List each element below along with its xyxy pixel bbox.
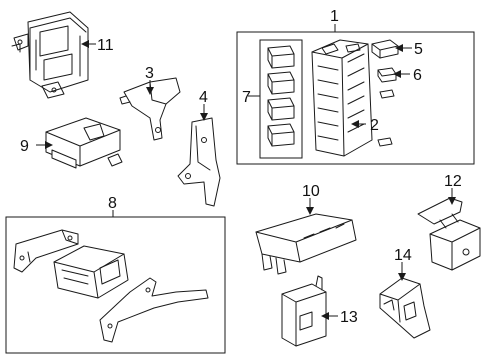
part-9-module: [45, 117, 123, 169]
part-4-bracket: [177, 117, 221, 207]
part-3-bracket: [119, 77, 181, 141]
callout-14: 14: [394, 247, 412, 264]
part-12-relay: [417, 197, 481, 271]
callout-10: 10: [302, 183, 320, 200]
callout-3: 3: [145, 65, 154, 82]
callout-8: 8: [108, 195, 117, 212]
callout-5: 5: [414, 41, 423, 58]
part-8-bracket-and-module: [13, 229, 209, 343]
part-7-relays: [267, 45, 295, 147]
group-box-1: [236, 31, 475, 165]
callout-11: 11: [97, 37, 114, 54]
callout-1: 1: [330, 8, 339, 25]
part-5-fuse: [371, 39, 399, 59]
part-10-module: [255, 213, 357, 275]
part-11-control-module: [11, 11, 89, 99]
callout-9: 9: [20, 138, 29, 155]
callout-2: 2: [370, 117, 379, 134]
small-fuses: [377, 89, 395, 147]
callout-4: 4: [199, 89, 208, 106]
callout-13: 13: [340, 309, 358, 326]
group-box-8: [5, 216, 226, 354]
callout-7: 7: [242, 89, 251, 106]
part-14-bracket: [379, 277, 431, 339]
part-6-fuse: [377, 67, 397, 83]
callout-6: 6: [413, 67, 422, 84]
part-2-fuse-block: [311, 39, 373, 157]
group-box-7: [259, 39, 303, 159]
callout-12: 12: [444, 173, 462, 190]
leader-lines: [36, 24, 456, 320]
part-13-module: [281, 275, 327, 347]
